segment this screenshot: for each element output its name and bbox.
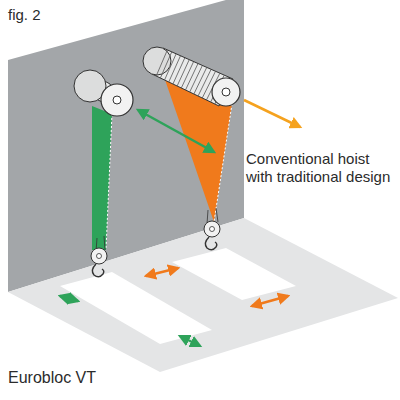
- green-rope-band: [92, 106, 112, 250]
- rope-line: [214, 104, 232, 222]
- approach-arrow: [252, 296, 288, 306]
- drum-rib: [160, 52, 171, 78]
- drum-rib: [198, 69, 211, 96]
- green-drum: [74, 70, 133, 116]
- drum-rib: [156, 50, 167, 76]
- wall-distance-arrow: [138, 110, 214, 152]
- wall-distance-arrow: [244, 100, 300, 127]
- figure-number: fig. 2: [8, 6, 41, 24]
- ropes: [92, 74, 232, 250]
- orange-hook-block: [204, 208, 220, 250]
- drum-rib: [169, 56, 181, 82]
- approach-arrow: [60, 296, 78, 301]
- approach-arrow: [146, 268, 178, 276]
- drum-rib: [194, 67, 207, 94]
- approach-arrow: [180, 336, 200, 346]
- drum-rib: [186, 64, 199, 91]
- product-label: Eurobloc VT: [8, 368, 96, 387]
- rope-line: [106, 114, 112, 250]
- drum-rib: [165, 54, 177, 80]
- drum-rib: [177, 60, 189, 86]
- orange-drum-end: [212, 78, 240, 106]
- green-hook-block: [91, 236, 107, 277]
- drum-rib: [190, 65, 203, 92]
- eurobloc-area: [60, 272, 212, 344]
- drum-rib: [181, 62, 193, 88]
- conventional-area: [172, 248, 296, 300]
- floor: [8, 218, 398, 372]
- drum-rib: [173, 58, 185, 84]
- hoist-label: Conventional hoist with traditional desi…: [246, 150, 394, 186]
